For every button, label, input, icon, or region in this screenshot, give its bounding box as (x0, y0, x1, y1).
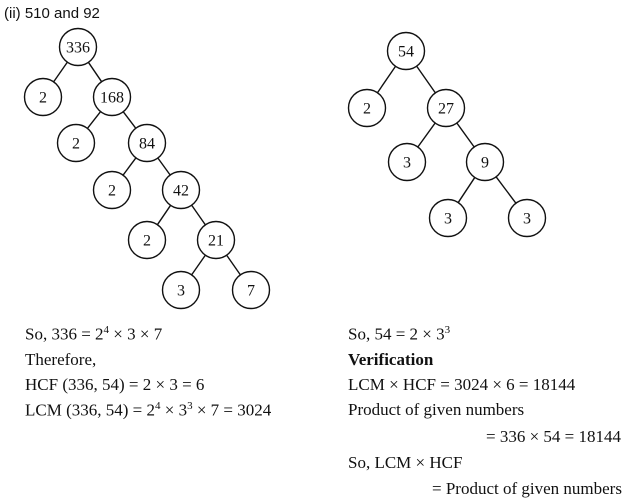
right-line1-exponent: 3 (444, 324, 451, 336)
left-tree-node-circle-f (92, 170, 132, 210)
left-line1-text: So, 336 = 2 (25, 324, 104, 344)
left-tree-node-circle-k (231, 270, 271, 310)
right-tree-node-label-r: 27 (438, 101, 454, 118)
left-tree-node-label-c: 168 (100, 90, 124, 107)
verification-heading: Verification (348, 350, 434, 369)
question-heading: (ii) 510 and 92 (4, 5, 100, 22)
left-tree-node-circle-d (56, 123, 96, 163)
left-tree-node-label-d: 2 (72, 136, 80, 153)
right-tree-edge-r-t (456, 122, 475, 148)
left-tree-edge-e-f (122, 157, 137, 176)
lcm-line-mid: × 3 (160, 400, 188, 420)
lcm-exponent-1: 4 (155, 400, 161, 412)
right-tree-node-label-s: 3 (403, 155, 411, 172)
left-tree-node-label-e: 84 (139, 136, 155, 153)
right-tree-edge-t-u (457, 177, 476, 203)
right-tree-node-circle-u (428, 198, 468, 238)
lcm-line-start: LCM (336, 54) = 2 (25, 400, 155, 420)
right-tree-edge-t-v (495, 176, 517, 204)
right-tree-node-circle-t (465, 142, 505, 182)
left-line1-rest: × 3 × 7 (109, 324, 163, 344)
left-tree-node-label-f: 2 (108, 183, 116, 200)
right-tree-edge-p-q (376, 65, 397, 94)
right-tree-node-circle-p (386, 31, 426, 71)
right-tree-node-label-q: 2 (363, 101, 371, 118)
left-tree-edge-i-k (226, 254, 241, 276)
left-factorization-line: So, 336 = 24 × 3 × 7 (25, 324, 162, 345)
left-tree-node-circle-a (58, 27, 98, 67)
left-tree-node-circle-b (23, 77, 63, 117)
lcm-exponent-2: 3 (187, 400, 193, 412)
left-tree-node-circle-g (161, 170, 201, 210)
right-tree-node-circle-r (426, 88, 466, 128)
lcm-times-hcf-line: LCM × HCF = 3024 × 6 = 18144 (348, 375, 576, 394)
so-lcm-hcf-line: So, LCM × HCF (348, 453, 463, 472)
lcm-line: LCM (336, 54) = 24 × 33 × 7 = 3024 (25, 400, 271, 421)
therefore-line: Therefore, (25, 350, 97, 369)
right-tree-node-circle-q (347, 88, 387, 128)
left-tree-edge-c-d (86, 111, 102, 129)
left-tree-edge-a-c (87, 61, 103, 83)
left-tree-node-circle-i (196, 220, 236, 260)
right-tree-edge-p-r (416, 65, 436, 94)
right-tree-node-label-t: 9 (481, 155, 489, 172)
left-tree-edge-e-g (157, 157, 171, 176)
left-tree-node-circle-j (161, 270, 201, 310)
left-tree-node-label-a: 336 (66, 40, 90, 57)
left-tree-node-label-j: 3 (177, 283, 185, 300)
right-tree-node-label-v: 3 (523, 211, 531, 228)
left-tree-node-label-g: 42 (173, 183, 189, 200)
right-tree-node-label-u: 3 (444, 211, 452, 228)
left-tree-node-label-k: 7 (247, 283, 255, 300)
left-tree-edge-g-h (156, 204, 172, 226)
product-value-line: = 336 × 54 = 18144 (486, 427, 622, 446)
right-line1-text: So, 54 = 2 × 3 (348, 324, 445, 344)
left-tree-edge-a-b (53, 61, 68, 83)
right-tree-edge-r-s (417, 122, 436, 148)
right-factorization-line: So, 54 = 2 × 33 (348, 324, 450, 345)
product-label-line: Product of given numbers (348, 400, 525, 419)
left-tree-edge-c-e (122, 111, 137, 129)
right-tree-node-label-p: 54 (398, 44, 414, 61)
hcf-line: HCF (336, 54) = 2 × 3 = 6 (25, 375, 205, 394)
left-tree-node-label-i: 21 (208, 233, 224, 250)
left-tree-node-circle-h (127, 220, 167, 260)
factor-tree-diagram: 336 2 168 2 84 2 42 2 21 3 7 54 2 27 3 9 3 3 (23, 27, 547, 310)
left-tree-edge-g-i (191, 204, 206, 226)
conclusion-line: = Product of given numbers (432, 479, 622, 498)
right-tree-node-circle-s (387, 142, 427, 182)
left-tree-edge-i-j (191, 254, 206, 276)
left-line1-exponent: 4 (103, 324, 110, 336)
left-tree-node-label-b: 2 (39, 90, 47, 107)
lcm-line-end: × 7 = 3024 (192, 400, 272, 420)
left-tree-node-circle-c (92, 77, 132, 117)
right-tree-node-circle-v (507, 198, 547, 238)
left-tree-node-label-h: 2 (143, 233, 151, 250)
left-tree-node-circle-e (127, 123, 167, 163)
